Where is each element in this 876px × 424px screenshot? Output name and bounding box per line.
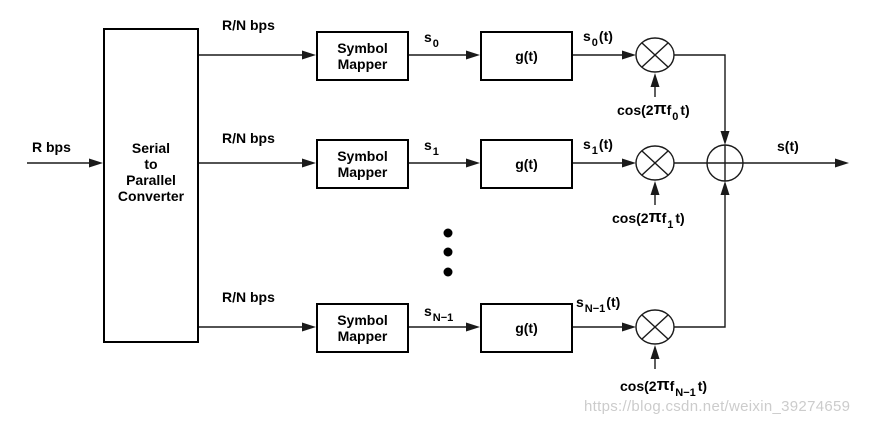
branch-rate-label-n1: R/N bps	[222, 289, 275, 305]
sp-line4: Converter	[117, 187, 185, 204]
symbol-mapper-label: Symbol	[337, 40, 388, 56]
signal-label-s0t: s0(t)	[583, 28, 613, 49]
summer-node	[706, 144, 744, 182]
pi-symbol: π	[653, 99, 667, 118]
multiplier-node-1	[635, 145, 675, 181]
symbol-mapper-box-0: Symbol Mapper	[316, 31, 409, 81]
multiplier-node-0	[635, 37, 675, 73]
symbol-mapper-label: Symbol	[337, 148, 388, 164]
serial-to-parallel-box: Serial to Parallel Converter	[103, 28, 199, 343]
sp-line1: Serial	[131, 139, 171, 156]
multiplier-node-n1	[635, 309, 675, 345]
pulse-shaper-label: g(t)	[515, 320, 538, 336]
signal-label-s1t: s1(t)	[583, 136, 613, 157]
output-signal-label: s(t)	[777, 138, 799, 154]
pulse-shaper-label: g(t)	[515, 48, 538, 64]
branch-rate-label-0: R/N bps	[222, 17, 275, 33]
branch-rate-label-1: R/N bps	[222, 130, 275, 146]
pulse-shaper-box-1: g(t)	[480, 139, 573, 189]
connector-lines	[27, 54, 837, 369]
symbol-mapper-box-n1: Symbol Mapper	[316, 303, 409, 353]
pulse-shaper-label: g(t)	[515, 156, 538, 172]
pulse-shaper-box-0: g(t)	[480, 31, 573, 81]
pulse-shaper-box-n1: g(t)	[480, 303, 573, 353]
pi-symbol: π	[656, 375, 670, 394]
arrowheads	[89, 50, 849, 359]
symbol-mapper-label: Mapper	[337, 328, 388, 344]
signal-label-sn1t: sN−1(t)	[576, 294, 621, 315]
signal-label-sn1: sN−1	[424, 303, 454, 324]
sp-line2: to	[144, 155, 158, 172]
pi-symbol: π	[648, 207, 662, 226]
signal-label-s1: s1	[424, 137, 439, 158]
signal-label-s0: s0	[424, 29, 439, 50]
ellipsis-dots	[443, 228, 453, 277]
symbol-mapper-label: Mapper	[337, 56, 388, 72]
symbol-mapper-box-1: Symbol Mapper	[316, 139, 409, 189]
symbol-mapper-label: Symbol	[337, 312, 388, 328]
symbol-mapper-label: Mapper	[337, 164, 388, 180]
input-rate-label: R bps	[32, 139, 71, 155]
watermark-url: https://blog.csdn.net/weixin_39274659	[584, 398, 851, 415]
sp-line3: Parallel	[126, 171, 176, 188]
